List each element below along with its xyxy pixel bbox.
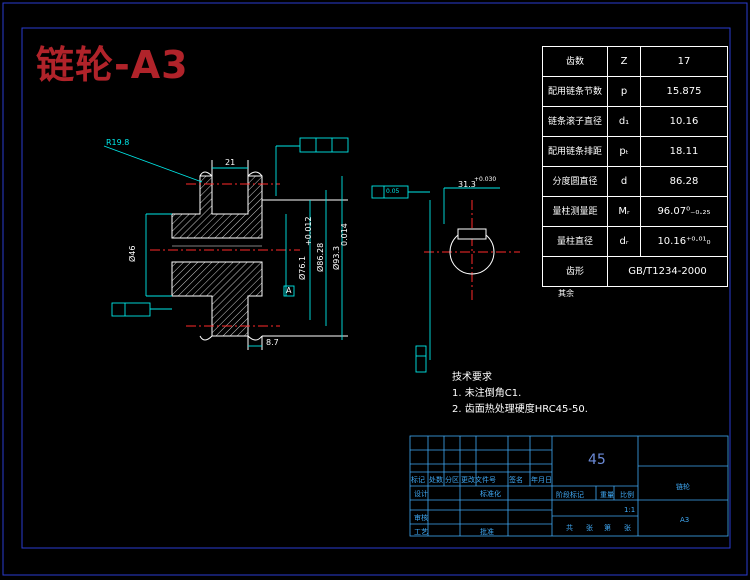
- part-code-label: A3: [680, 516, 690, 524]
- bore-diameter-dimension: Ø76.1: [298, 255, 307, 280]
- param-symbol: d: [607, 166, 641, 197]
- param-symbol: Mᵣ: [607, 196, 641, 227]
- datum-label: A: [286, 286, 292, 295]
- param-name: 配用链条排距: [542, 136, 608, 167]
- outer-diameter-dimension: Ø93.3: [332, 245, 341, 270]
- param-value: 10.16⁺⁰·⁰¹₀: [640, 226, 728, 257]
- titleblock-label: 重量: [600, 491, 614, 499]
- keyway-view: [449, 228, 495, 275]
- titleblock-label: 张: [586, 524, 593, 532]
- param-name: 齿数: [542, 46, 608, 77]
- param-value: 10.16: [640, 106, 728, 137]
- titleblock-label: 比例: [620, 491, 634, 499]
- material-label: 45: [588, 452, 606, 468]
- tech-item: 2. 齿面热处理硬度HRC45-50.: [452, 404, 588, 415]
- param-symbol: d₁: [607, 106, 641, 137]
- hub-diameter-dimension: Ø46: [128, 245, 137, 262]
- param-name: 量柱测量距: [542, 196, 608, 227]
- titleblock-row-label: 分区: [445, 476, 459, 484]
- hub-length-dimension: 8.7: [266, 338, 279, 347]
- param-name: 齿形: [542, 256, 608, 287]
- tech-heading: 技术要求: [452, 372, 492, 383]
- param-value: 15.875: [640, 76, 728, 107]
- centerlines: [150, 183, 520, 327]
- param-name: 链条滚子直径: [542, 106, 608, 137]
- titleblock-label: 工艺: [414, 528, 428, 536]
- width-dimension: 21: [225, 158, 236, 167]
- param-value: 17: [640, 46, 728, 77]
- tech-item: 1. 未注倒角C1.: [452, 388, 522, 399]
- part-name-label: 链轮: [676, 483, 690, 491]
- param-value: 96.07⁰₋₀.₂₅: [640, 196, 728, 227]
- keyway-tolerance: +0.030: [474, 176, 497, 183]
- titleblock-row-label: 处数: [429, 476, 443, 484]
- titleblock-label: 设计: [414, 490, 428, 498]
- param-symbol: pₜ: [607, 136, 641, 167]
- bore-tolerance: +0.012: [304, 216, 313, 246]
- titleblock-label: 第: [604, 524, 611, 532]
- param-name: 分度圆直径: [542, 166, 608, 197]
- titleblock-label: 标准化: [480, 490, 501, 498]
- technical-requirements: 技术要求 1. 未注倒角C1. 2. 齿面热处理硬度HRC45-50.: [452, 370, 588, 418]
- titleblock-row-label: 年月日: [531, 476, 552, 484]
- titleblock-label: 张: [624, 524, 631, 532]
- reference-value: 0.05: [386, 188, 400, 195]
- param-name: 配用链条节数: [542, 76, 608, 107]
- scale-label: 1:1: [624, 506, 636, 514]
- dimension-lines: [103, 137, 500, 373]
- param-symbol: Z: [607, 46, 641, 77]
- drawing-title: 链轮-A3: [36, 43, 189, 87]
- titleblock-label: 审核: [414, 514, 428, 522]
- titleblock-row-label: 更改文件号: [461, 476, 496, 484]
- param-symbol: p: [607, 76, 641, 107]
- titleblock-row-label: 标记: [411, 476, 425, 484]
- titleblock-row-label: 签名: [509, 476, 523, 484]
- param-value: 18.11: [640, 136, 728, 167]
- titleblock-label: 批准: [480, 528, 494, 536]
- param-value: GB/T1234-2000: [607, 256, 728, 287]
- outer-tolerance: 0.014: [340, 223, 349, 246]
- keyway-depth-dimension: 31.3: [458, 180, 476, 189]
- inner-frame: [21, 27, 731, 549]
- title-block: [409, 435, 729, 537]
- rest-roughness-label: 其余: [558, 289, 574, 298]
- titleblock-label: 阶段标记: [556, 491, 584, 499]
- radius-dimension: R19.8: [106, 138, 130, 147]
- pitch-diameter-dimension: Ø86.28: [316, 242, 325, 272]
- param-value: 86.28: [640, 166, 728, 197]
- titleblock-label: 共: [566, 524, 573, 532]
- param-name: 量柱直径: [542, 226, 608, 257]
- sprocket-section-view: [171, 160, 348, 350]
- param-symbol: dᵣ: [607, 226, 641, 257]
